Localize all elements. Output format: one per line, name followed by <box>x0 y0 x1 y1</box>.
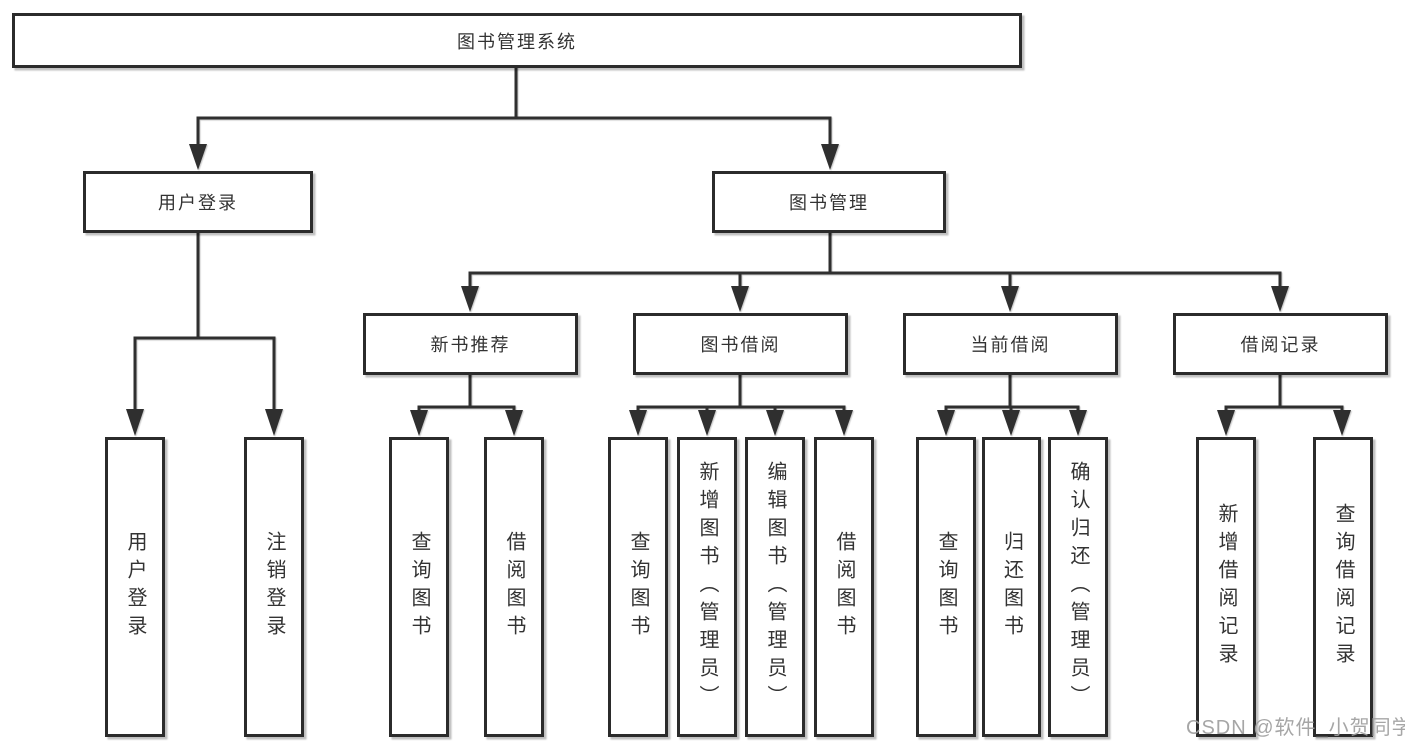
arrow-icon <box>126 409 144 436</box>
arrow-icon <box>265 409 283 436</box>
node-book-borrow: 图书借阅 <box>633 313 848 375</box>
node-label: 编辑图书（管理员） <box>764 461 786 713</box>
watermark: CSDN @软件_小贺同学 <box>1186 717 1405 739</box>
arrow-icon <box>461 286 479 312</box>
connector-book-mgmt-split <box>468 231 1282 292</box>
node-label: 图书借阅 <box>700 335 781 355</box>
leaf-logout: 注销登录 <box>244 437 304 737</box>
arrow-icon <box>189 144 207 170</box>
node-label: 用户登录 <box>124 531 146 643</box>
arrow-icon <box>1002 410 1020 436</box>
arrow-icon <box>698 410 716 436</box>
arrowheads <box>126 144 1351 436</box>
node-book-management: 图书管理 <box>712 171 946 233</box>
node-label: 新书推荐 <box>430 335 511 355</box>
node-label: 查询图书 <box>408 531 430 643</box>
node-label: 用户登录 <box>158 193 238 213</box>
arrow-icon <box>1333 410 1351 436</box>
leaf-query-books-borrow: 查询图书 <box>608 437 668 737</box>
node-label: 借阅图书 <box>833 531 855 643</box>
connector-user-login-split <box>133 231 276 414</box>
node-label: 新增图书（管理员） <box>696 461 718 713</box>
node-label: 查询图书 <box>935 531 957 643</box>
node-label: 注销登录 <box>263 531 285 643</box>
node-label: 图书管理 <box>789 193 869 213</box>
leaf-query-books-recommend: 查询图书 <box>389 437 449 737</box>
connector-borrow-records-split <box>1224 373 1344 414</box>
leaf-borrow-books-recommend: 借阅图书 <box>484 437 544 737</box>
node-current-borrow: 当前借阅 <box>903 313 1118 375</box>
arrow-icon <box>505 410 523 436</box>
arrow-icon <box>629 410 647 436</box>
leaf-edit-book-admin: 编辑图书（管理员） <box>745 437 805 737</box>
arrow-icon <box>1001 286 1019 312</box>
arrow-icon <box>731 286 749 312</box>
connector-new-book-split <box>417 373 516 414</box>
leaf-confirm-return-admin: 确认归还（管理员） <box>1048 437 1108 737</box>
node-label: 图书管理系统 <box>457 31 577 52</box>
node-label: 借阅记录 <box>1240 335 1321 355</box>
connector-root-split <box>196 66 832 150</box>
node-label: 查询借阅记录 <box>1332 503 1354 671</box>
arrow-icon <box>1271 286 1289 312</box>
node-label: 新增借阅记录 <box>1215 503 1237 671</box>
node-root-system: 图书管理系统 <box>12 13 1022 68</box>
node-label: 确认归还（管理员） <box>1067 461 1089 713</box>
leaf-query-borrow-record: 查询借阅记录 <box>1313 437 1373 737</box>
node-user-login-group: 用户登录 <box>83 171 313 233</box>
connector-book-borrow-split <box>636 373 846 414</box>
node-borrow-records: 借阅记录 <box>1173 313 1388 375</box>
arrow-icon <box>821 144 839 170</box>
node-label: 归还图书 <box>1000 531 1023 643</box>
leaf-user-login: 用户登录 <box>105 437 165 737</box>
leaf-add-book-admin: 新增图书（管理员） <box>677 437 737 737</box>
arrow-icon <box>766 410 784 436</box>
arrow-icon <box>1217 410 1235 436</box>
arrow-icon <box>835 410 853 436</box>
connector-current-borrow-split <box>944 373 1080 414</box>
arrow-icon <box>410 410 428 436</box>
node-label: 当前借阅 <box>970 335 1051 355</box>
node-new-book-recommend: 新书推荐 <box>363 313 578 375</box>
leaf-query-books-current: 查询图书 <box>916 437 976 737</box>
arrow-icon <box>937 410 955 436</box>
leaf-add-borrow-record: 新增借阅记录 <box>1196 437 1256 737</box>
arrow-icon <box>1069 410 1087 436</box>
leaf-return-book: 归还图书 <box>982 437 1041 737</box>
node-label: 借阅图书 <box>503 531 525 643</box>
node-label: 查询图书 <box>627 531 649 643</box>
leaf-borrow-books: 借阅图书 <box>814 437 874 737</box>
